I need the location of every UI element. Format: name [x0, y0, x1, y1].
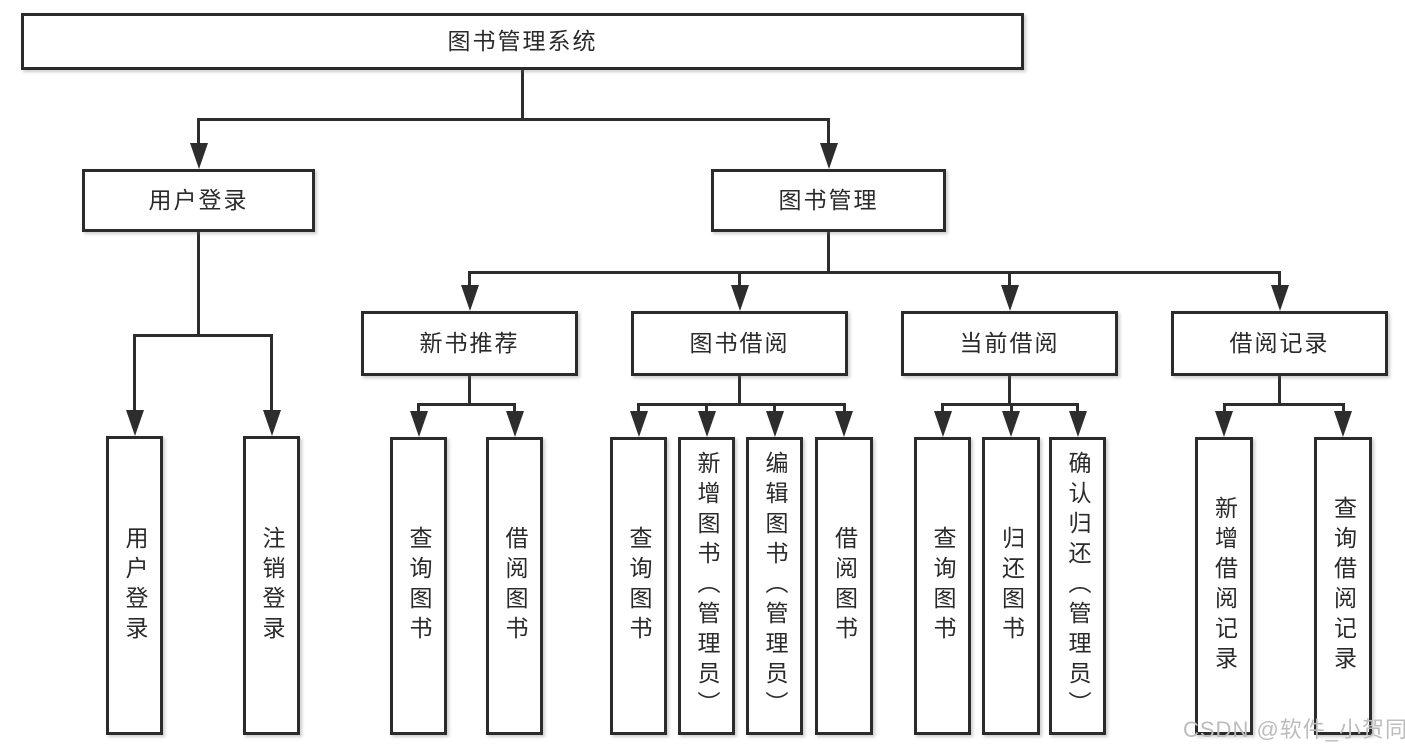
connector-rail	[133, 334, 273, 337]
connector-stub	[738, 376, 741, 406]
node-label-user-login: 用户登录	[148, 187, 249, 213]
connector-shaft	[1009, 403, 1013, 417]
arrowhead-down-icon	[189, 143, 208, 169]
arrowhead-down-icon	[1215, 411, 1233, 437]
node-label-query-books-2: 查询图书	[626, 526, 652, 646]
csdn-watermark: CSDN @软件_小贺同学	[1183, 717, 1405, 742]
connector-shaft	[513, 403, 516, 417]
connector-shaft	[133, 334, 136, 416]
connector-stub	[197, 232, 200, 337]
connector-shaft	[1076, 403, 1079, 417]
node-label-query-books-3: 查询图书	[930, 526, 956, 646]
connector-stub	[468, 376, 471, 406]
node-label-borrow-books-2: 借阅图书	[831, 526, 858, 646]
connector-shaft	[417, 403, 420, 417]
node-label-add-borrow-record: 新增借阅记录	[1211, 496, 1238, 676]
node-query-books-1: 查询图书	[390, 437, 447, 735]
connector-shaft	[1008, 271, 1011, 291]
arrowhead-down-icon	[409, 411, 428, 437]
node-label-root: 图书管理系统	[447, 28, 598, 54]
node-query-books-2: 查询图书	[610, 437, 667, 735]
arrowhead-down-icon	[1334, 411, 1352, 437]
node-label-query-books-1: 查询图书	[406, 526, 432, 646]
arrowhead-down-icon	[505, 411, 524, 437]
node-label-add-book: 新增图书（管理员）	[694, 451, 720, 721]
node-root: 图书管理系统	[21, 13, 1024, 70]
node-confirm-return: 确认归还（管理员）	[1049, 437, 1106, 735]
node-add-book: 新增图书（管理员）	[678, 437, 735, 735]
connector-rail	[468, 271, 1281, 274]
node-label-borrow-records: 借阅记录	[1229, 330, 1330, 356]
arrowhead-down-icon	[1270, 285, 1289, 311]
node-add-borrow-record: 新增借阅记录	[1195, 437, 1253, 735]
node-label-confirm-return: 确认归还（管理员）	[1065, 451, 1091, 721]
arrowhead-down-icon	[730, 285, 749, 311]
node-label-logout: 注销登录	[259, 525, 285, 646]
arrowhead-down-icon	[765, 411, 784, 437]
node-logout: 注销登录	[243, 436, 300, 735]
node-book-borrow: 图书借阅	[631, 311, 848, 376]
node-label-return-book: 归还图书	[998, 526, 1025, 646]
arrowhead-down-icon	[1002, 411, 1020, 437]
connector-shaft	[637, 403, 640, 417]
connector-shaft	[738, 271, 741, 291]
connector-shaft	[197, 118, 200, 149]
connector-shaft	[941, 403, 944, 417]
node-borrow-records: 借阅记录	[1171, 311, 1388, 376]
arrowhead-down-icon	[262, 410, 281, 436]
arrowhead-down-icon	[460, 285, 479, 311]
connector-shaft	[1341, 403, 1345, 417]
node-label-book-mgmt: 图书管理	[778, 187, 879, 213]
node-borrow-books-2: 借阅图书	[815, 437, 873, 735]
arrowhead-down-icon	[1000, 285, 1019, 311]
node-edit-book: 编辑图书（管理员）	[746, 437, 803, 735]
connector-shaft	[1222, 403, 1226, 417]
node-label-borrow-books-1: 借阅图书	[502, 526, 528, 646]
node-new-book-rec: 新书推荐	[361, 311, 578, 376]
node-current-borrow: 当前借阅	[901, 311, 1118, 376]
node-login: 用户登录	[106, 436, 163, 735]
arrowhead-down-icon	[697, 411, 716, 437]
arrowhead-down-icon	[1068, 411, 1087, 437]
connector-stub	[1278, 376, 1281, 406]
connector-shaft	[827, 118, 830, 149]
connector-shaft	[842, 403, 846, 417]
node-borrow-books-1: 借阅图书	[486, 437, 543, 735]
arrowhead-down-icon	[835, 411, 853, 437]
node-label-login: 用户登录	[122, 525, 148, 646]
connector-rail	[1222, 403, 1345, 406]
connector-shaft	[1278, 271, 1281, 291]
connector-shaft	[773, 403, 776, 417]
node-label-query-borrow-record: 查询借阅记录	[1330, 496, 1357, 676]
connector-shaft	[270, 334, 273, 416]
connector-stub	[1008, 376, 1011, 406]
node-return-book: 归还图书	[982, 437, 1040, 735]
connector-shaft	[468, 271, 471, 291]
node-book-mgmt: 图书管理	[711, 169, 946, 232]
node-label-book-borrow: 图书借阅	[689, 330, 790, 356]
connector-rail	[637, 403, 846, 406]
arrowhead-down-icon	[819, 143, 838, 169]
connector-rail	[417, 403, 516, 406]
arrowhead-down-icon	[125, 410, 144, 436]
connector-stub	[521, 70, 524, 121]
connector-stub	[827, 232, 830, 274]
node-label-edit-book: 编辑图书（管理员）	[762, 451, 788, 721]
node-query-books-3: 查询图书	[914, 437, 971, 735]
node-user-login: 用户登录	[82, 169, 315, 232]
connector-shaft	[705, 403, 708, 417]
node-query-borrow-record: 查询借阅记录	[1314, 437, 1372, 735]
node-label-new-book-rec: 新书推荐	[419, 330, 520, 356]
arrowhead-down-icon	[933, 411, 952, 437]
connector-rail	[197, 118, 830, 121]
arrowhead-down-icon	[629, 411, 648, 437]
node-label-current-borrow: 当前借阅	[959, 330, 1060, 356]
